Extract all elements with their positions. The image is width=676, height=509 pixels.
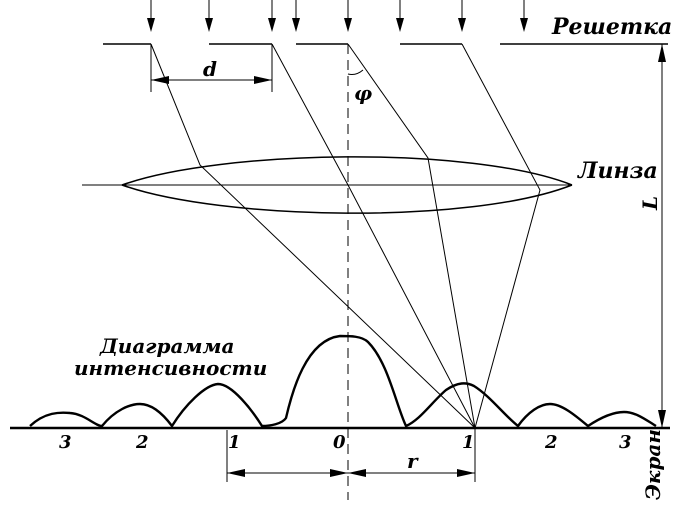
angle-phi-label: φ <box>354 81 372 105</box>
lens <box>82 156 573 214</box>
screen-label: Экран <box>641 429 665 500</box>
screen-tick-left-3: 3 <box>59 432 72 453</box>
radius-r-label: r <box>407 449 419 473</box>
screen-tick-left-1: 1 <box>228 432 241 453</box>
intensity-label-line1: Диаграмма <box>99 334 234 358</box>
intensity-curve <box>29 334 657 429</box>
diffracted-rays <box>150 43 541 429</box>
screen-tick-left-2: 2 <box>135 432 149 453</box>
intensity-label-line2: интенсивности <box>74 356 267 380</box>
distance-L-label: L <box>638 196 662 211</box>
grating-label: Решетка <box>551 14 672 40</box>
distance-L-dimension <box>658 44 666 428</box>
radius-r-dimension <box>226 428 476 482</box>
screen-tick-right-2: 2 <box>544 432 558 453</box>
angle-phi-arc <box>347 69 364 75</box>
screen-tick-center-0: 0 <box>333 432 346 453</box>
screen-tick-right-3: 3 <box>619 432 632 453</box>
incident-rays <box>147 0 528 32</box>
screen-tick-right-1: 1 <box>462 432 475 453</box>
lens-label: Линза <box>577 158 658 184</box>
period-d-label: d <box>203 57 217 81</box>
